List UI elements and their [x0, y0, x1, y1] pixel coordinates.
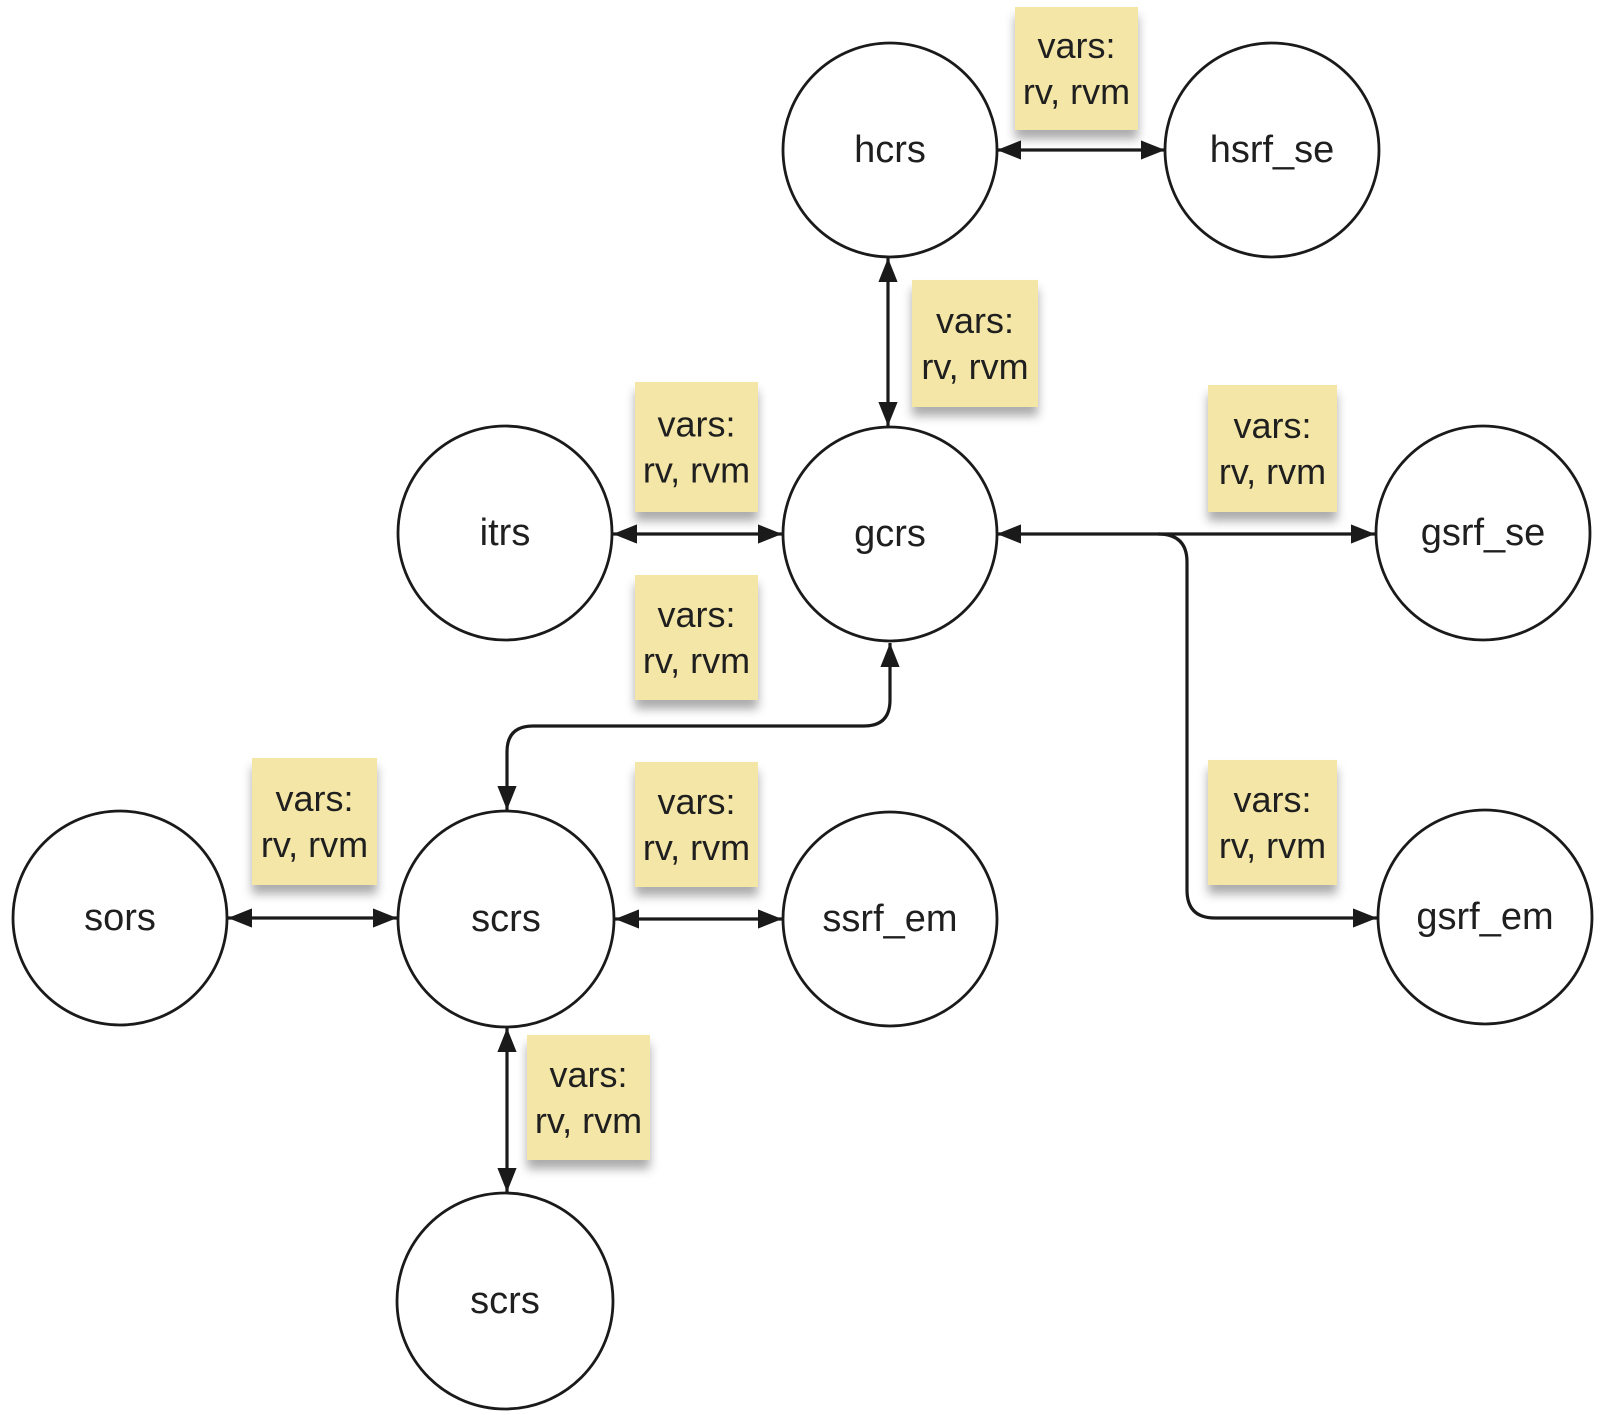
node-circle-hcrs: [781, 41, 999, 259]
node-circle-ssrf_em: [781, 810, 999, 1028]
note-line-1: vars:: [657, 594, 735, 635]
sticky-note-rect: [527, 1035, 650, 1160]
node-circle-gsrf_se: [1374, 424, 1592, 642]
note-line-1: vars:: [657, 781, 735, 822]
node-label-sors: sors: [84, 897, 156, 939]
node-gsrf_se: gsrf_se: [1374, 424, 1592, 642]
edge-label-note-gcrs-gsrf_em: vars: rv, rvm: [1208, 760, 1337, 885]
edge-gcrs-gsrf_em: [1157, 532, 1377, 928]
note-line-1: vars:: [549, 1054, 627, 1095]
note-line-1: vars:: [657, 404, 735, 445]
node-circle-scrs_bottom: [395, 1191, 615, 1411]
note-line-2: rv, rvm: [921, 346, 1028, 387]
node-sors: sors: [11, 809, 229, 1027]
sticky-note-rect: [635, 382, 758, 512]
note-line-2: rv, rvm: [643, 450, 750, 491]
node-circle-gcrs: [781, 425, 999, 643]
note-line-2: rv, rvm: [1023, 71, 1130, 112]
node-ssrf_em: ssrf_em: [781, 810, 999, 1028]
edge-label-note-gcrs-gsrf_se: vars: rv, rvm: [1208, 385, 1337, 512]
node-circle-scrs: [396, 809, 616, 1029]
node-gcrs: gcrs: [781, 425, 999, 643]
node-scrs_bottom: scrs: [395, 1191, 615, 1411]
sticky-note-rect: [912, 280, 1038, 407]
note-line-2: rv, rvm: [1219, 451, 1326, 492]
note-line-2: rv, rvm: [1219, 825, 1326, 866]
node-label-gsrf_se: gsrf_se: [1421, 512, 1546, 554]
node-label-gsrf_em: gsrf_em: [1416, 896, 1553, 938]
edge-gcrs-scrs: [497, 643, 900, 810]
note-line-2: rv, rvm: [643, 640, 750, 681]
node-circle-gsrf_em: [1376, 808, 1594, 1026]
node-label-scrs: scrs: [471, 898, 541, 940]
node-label-hcrs: hcrs: [854, 129, 926, 171]
edge-label-note-scrs-scrs_bottom: vars: rv, rvm: [527, 1035, 650, 1160]
node-label-scrs_bottom: scrs: [470, 1280, 540, 1322]
sticky-note-rect: [1208, 385, 1337, 512]
edge-label-note-gcrs-scrs: vars: rv, rvm: [635, 575, 758, 700]
node-circle-itrs: [396, 424, 614, 642]
sticky-note-rect: [635, 575, 758, 700]
edge-label-note-hcrs-gcrs: vars: rv, rvm: [912, 280, 1038, 407]
edge-label-note-itrs-gcrs: vars: rv, rvm: [635, 382, 758, 512]
node-circle-sors: [11, 809, 229, 1027]
node-hsrf_se: hsrf_se: [1163, 41, 1381, 259]
sticky-note-rect: [1208, 760, 1337, 885]
edge-label-note-hcrs-hsrf_se: vars: rv, rvm: [1015, 7, 1138, 130]
node-gsrf_em: gsrf_em: [1376, 808, 1594, 1026]
node-label-ssrf_em: ssrf_em: [822, 898, 957, 940]
note-line-1: vars:: [1233, 779, 1311, 820]
node-hcrs: hcrs: [781, 41, 999, 259]
node-label-hsrf_se: hsrf_se: [1210, 129, 1335, 171]
note-line-2: rv, rvm: [643, 827, 750, 868]
edge-label-note-sors-scrs: vars: rv, rvm: [252, 758, 377, 885]
node-circle-hsrf_se: [1163, 41, 1381, 259]
node-scrs: scrs: [396, 809, 616, 1029]
node-label-gcrs: gcrs: [854, 513, 926, 555]
note-line-1: vars:: [1037, 25, 1115, 66]
sticky-note-rect: [635, 762, 758, 887]
edge-label-note-scrs-ssrf_em: vars: rv, rvm: [635, 762, 758, 887]
sticky-note-rect: [1015, 7, 1138, 130]
node-label-itrs: itrs: [480, 512, 531, 554]
note-line-1: vars:: [936, 300, 1014, 341]
note-line-1: vars:: [275, 778, 353, 819]
node-itrs: itrs: [396, 424, 614, 642]
note-line-2: rv, rvm: [535, 1100, 642, 1141]
note-line-2: rv, rvm: [261, 824, 368, 865]
sticky-note-rect: [252, 758, 377, 885]
note-line-1: vars:: [1233, 405, 1311, 446]
